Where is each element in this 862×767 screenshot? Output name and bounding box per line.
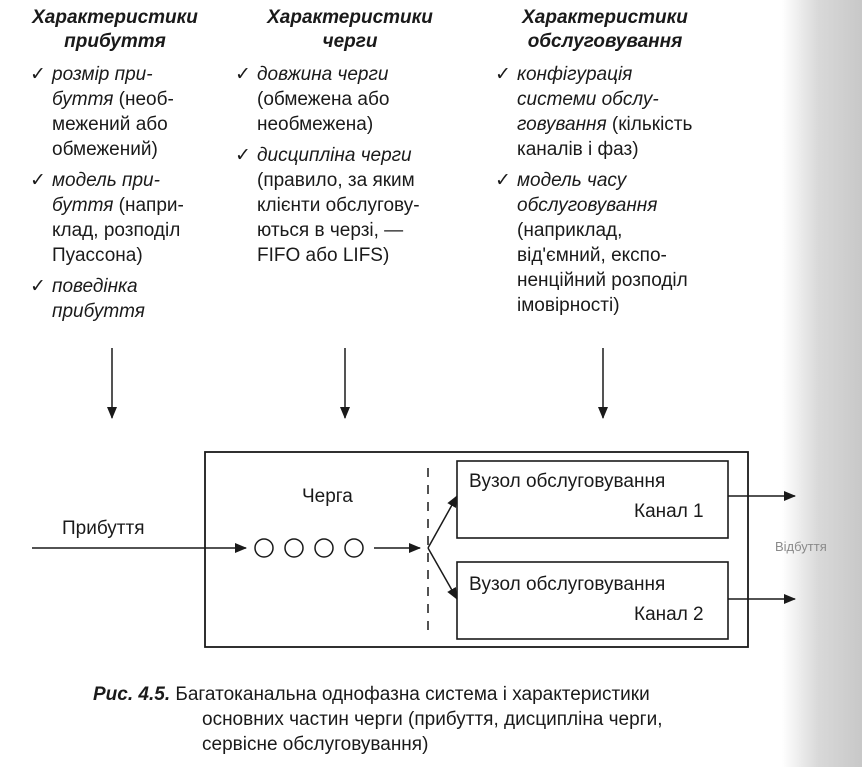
caption-line-2: основних частин черги (прибуття, дисципл…	[202, 709, 663, 730]
checkmark-icon: ✓	[495, 64, 511, 85]
characteristic-term: поведінка прибуття	[52, 276, 145, 322]
arrival-characteristics-column: Характеристики прибуття ✓ розмір при- бут…	[30, 6, 200, 330]
characteristic-term: дисципліна черги	[257, 145, 412, 166]
caption-line-1: Багатоканальна однофазна система і харак…	[170, 684, 650, 705]
queue-customer-4	[344, 538, 364, 558]
service-characteristics-title: Характеристики обслуговування	[522, 7, 688, 52]
characteristic-item: ✓ розмір при- буття (необ- межений або об…	[30, 62, 200, 162]
service-node-2-box	[456, 561, 729, 640]
service-node-1-channel: Канал 1	[634, 501, 704, 522]
page-edge-shadow	[782, 0, 862, 767]
checkmark-icon: ✓	[30, 64, 46, 85]
queue-customer-2	[284, 538, 304, 558]
characteristic-item: ✓ поведінка прибуття	[30, 274, 200, 324]
characteristic-item: ✓ модель при- буття (напри- клад, розподі…	[30, 168, 200, 268]
service-node-1-name: Вузол обслуговування	[469, 471, 666, 492]
checkmark-icon: ✓	[30, 170, 46, 191]
characteristic-term: конфігурація системи обслу- говування	[517, 64, 659, 135]
characteristic-term: модель при- буття	[52, 170, 160, 216]
checkmark-icon: ✓	[30, 276, 46, 297]
characteristic-description: (напри- клад, розподіл Пуассона)	[52, 195, 184, 266]
service-node-2-channel: Канал 2	[634, 604, 704, 625]
characteristic-description: (обмежена або необмежена)	[257, 89, 390, 135]
characteristic-item: ✓ конфігурація системи обслу- говування (…	[495, 62, 715, 162]
characteristic-term: модель часу обслуговування	[517, 170, 658, 216]
characteristic-item: ✓ довжина черги (обмежена або необмежена)	[235, 62, 465, 137]
queue-label: Черга	[302, 486, 353, 507]
characteristic-term: довжина черги	[257, 64, 389, 85]
caption-line-3: сервісне обслуговування)	[202, 734, 429, 755]
arrival-characteristics-title: Характеристики прибуття	[32, 7, 198, 52]
characteristic-description: (необ- межений або обмежений)	[52, 89, 174, 160]
checkmark-icon: ✓	[235, 64, 251, 85]
service-node-1-box	[456, 460, 729, 539]
characteristic-item: ✓ модель часу обслуговування (наприклад, …	[495, 168, 715, 318]
characteristic-description: (наприклад, від'ємний, експо- ненційний …	[517, 220, 688, 316]
system-boundary-box	[204, 451, 749, 648]
characteristic-description: (правило, за яким клієнти обслугову- ють…	[257, 170, 420, 266]
arrival-label: Прибуття	[62, 518, 145, 539]
checkmark-icon: ✓	[495, 170, 511, 191]
branch-to-channel-1	[427, 495, 458, 549]
characteristic-term: розмір при- буття	[52, 64, 153, 110]
queue-customer-3	[314, 538, 334, 558]
queue-characteristics-title: Характеристики черги	[267, 7, 433, 52]
figure-number: Рис. 4.5.	[93, 684, 171, 705]
exit-label: Відбуття	[775, 539, 827, 554]
characteristic-item: ✓ дисципліна черги (правило, за яким кліє…	[235, 143, 465, 268]
checkmark-icon: ✓	[235, 145, 251, 166]
service-characteristics-column: Характеристики обслуговування ✓ конфігура…	[495, 6, 715, 324]
characteristic-description: (кількість каналів і фаз)	[517, 114, 693, 160]
service-node-2-name: Вузол обслуговування	[469, 574, 666, 595]
queue-characteristics-column: Характеристики черги ✓ довжина черги (обм…	[235, 6, 465, 274]
queue-customer-1	[254, 538, 274, 558]
branch-to-channel-2	[427, 547, 458, 600]
